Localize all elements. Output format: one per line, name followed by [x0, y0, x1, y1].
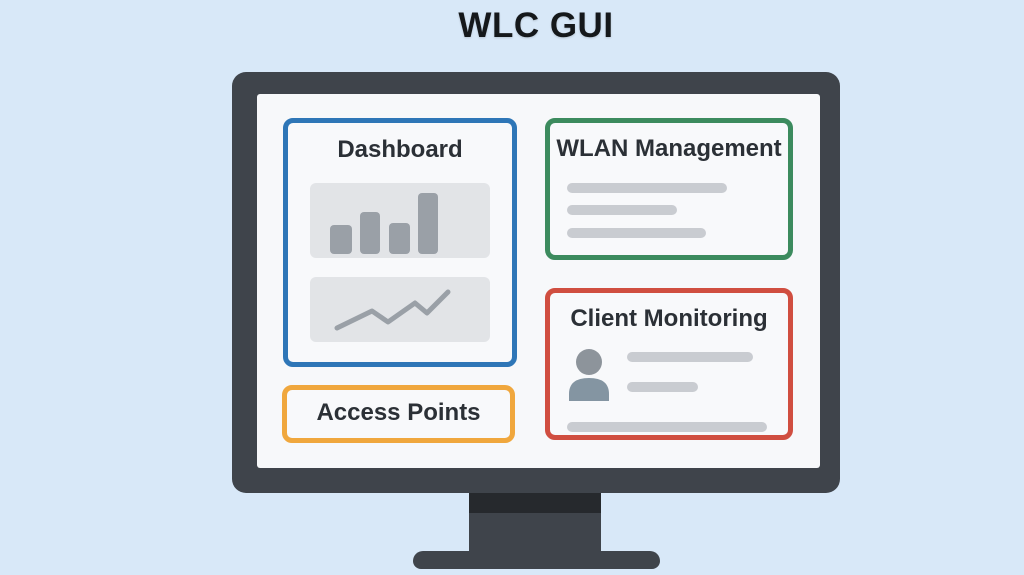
text-placeholder-line: [567, 422, 767, 432]
text-placeholder-line: [627, 382, 698, 392]
text-placeholder-line: [567, 228, 706, 238]
panel-access-points-title: Access Points: [316, 399, 481, 426]
text-placeholder-line: [567, 205, 677, 215]
panel-client-monitoring-title: Client Monitoring: [570, 305, 768, 332]
monitor-frame: Dashboard WLAN Management Client Monitor…: [232, 72, 840, 493]
panel-client-monitoring[interactable]: Client Monitoring: [545, 288, 793, 440]
panel-wlan-management-title: WLAN Management: [556, 135, 782, 162]
panel-dashboard[interactable]: Dashboard: [283, 118, 517, 367]
panel-dashboard-title: Dashboard: [337, 136, 463, 163]
text-placeholder-line: [627, 352, 753, 362]
page-title: WLC GUI: [458, 6, 614, 45]
monitor-stand-base: [413, 551, 660, 569]
user-icon: [566, 349, 612, 401]
text-placeholder-line: [567, 183, 727, 193]
monitor-screen: Dashboard WLAN Management Client Monitor…: [257, 94, 820, 468]
panel-wlan-management[interactable]: WLAN Management: [545, 118, 793, 260]
monitor-stand-neck: [469, 492, 601, 552]
bar-chart-icon: [310, 183, 490, 258]
panel-access-points[interactable]: Access Points: [282, 385, 515, 443]
monitor-stand-neck-shadow: [469, 493, 601, 513]
line-chart-icon: [310, 277, 490, 342]
